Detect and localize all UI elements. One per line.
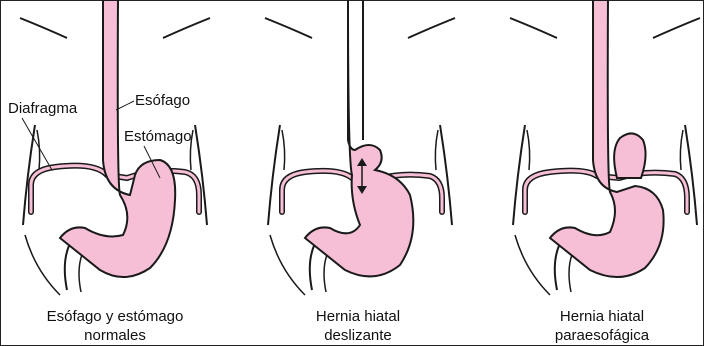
caption-sliding-line2: deslizante: [258, 326, 458, 345]
panel-sliding: [265, 0, 455, 295]
panel-paraesophageal: [510, 0, 700, 295]
caption-sliding: Hernia hiatal deslizante: [258, 307, 458, 345]
caption-paraesophageal-line1: Hernia hiatal: [502, 307, 702, 326]
diaphragm-leader: [22, 118, 52, 170]
caption-normal: Esófago y estómago normales: [15, 307, 215, 345]
panel-normal: [20, 0, 210, 295]
caption-paraesophageal: Hernia hiatal paraesofágica: [502, 307, 702, 345]
diaphragm-label: Diafragma: [8, 100, 78, 117]
caption-normal-line1: Esófago y estómago: [15, 307, 215, 326]
stomach-label: Estómago: [124, 128, 192, 145]
caption-sliding-line1: Hernia hiatal: [258, 307, 458, 326]
caption-normal-line2: normales: [15, 326, 215, 345]
caption-paraesophageal-line2: paraesofágica: [502, 326, 702, 345]
esophagus-label: Esófago: [135, 92, 190, 109]
